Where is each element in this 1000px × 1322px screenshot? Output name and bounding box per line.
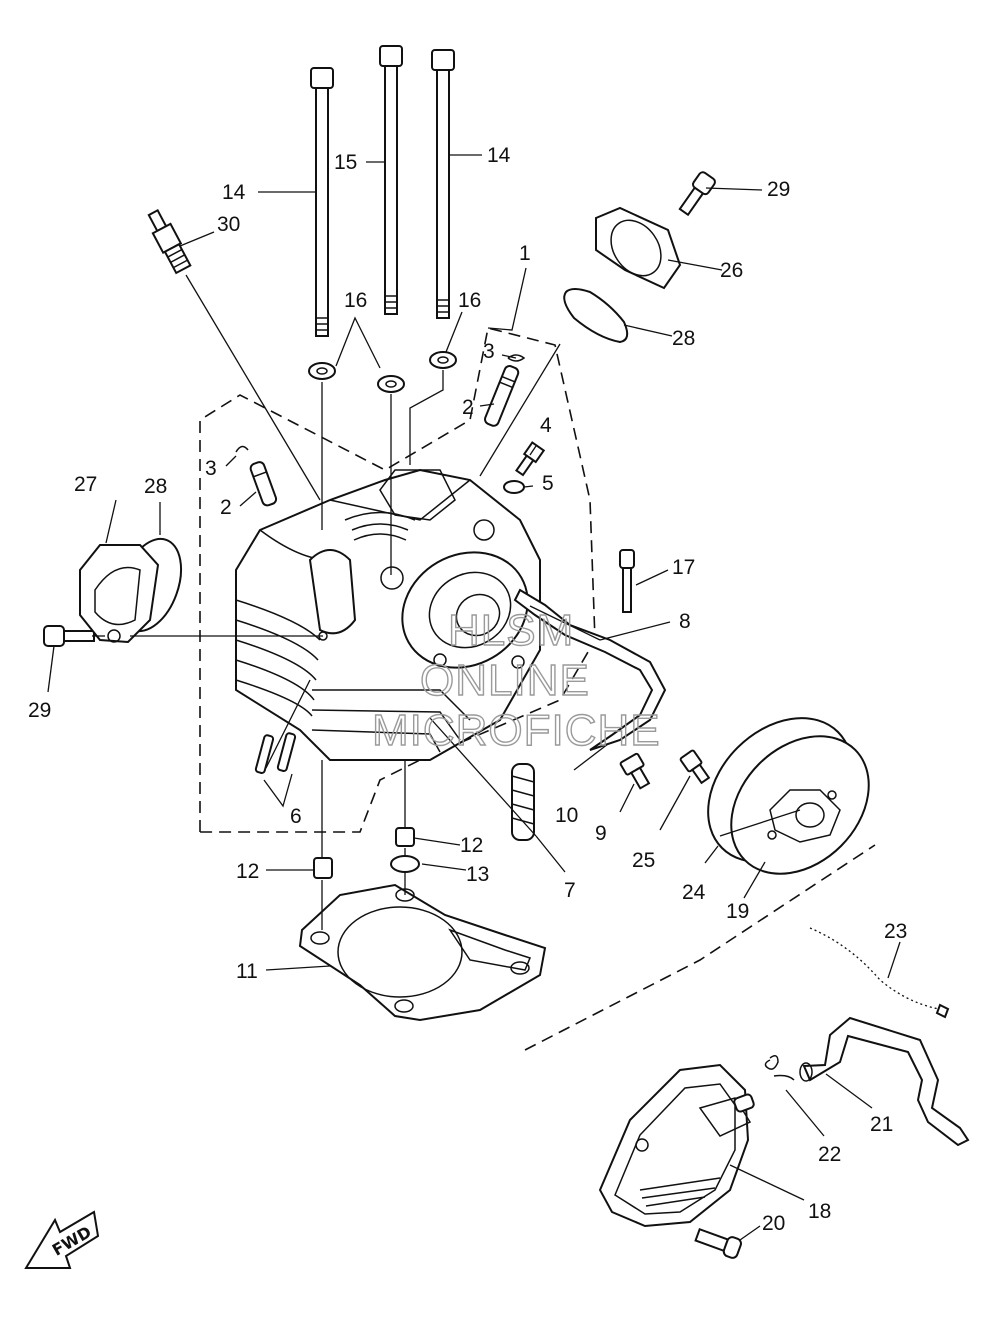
bolt-4 — [515, 441, 546, 477]
callout-15: 15 — [334, 151, 357, 174]
hose-end — [799, 1062, 813, 1082]
stud-bolt-right — [431, 49, 455, 319]
callout-19: 19 — [726, 900, 749, 923]
callout-23: 23 — [884, 920, 907, 943]
callout-1: 1 — [519, 242, 531, 265]
watermark-line3: MICROFICHE — [372, 706, 661, 755]
bolt-20 — [694, 1227, 742, 1259]
washer-16c — [429, 351, 457, 369]
watermark-line1: HLSM — [448, 606, 574, 655]
callout-29a: 29 — [28, 699, 51, 722]
leader-lines — [47, 154, 901, 1241]
cover-27 — [79, 537, 183, 644]
watermark-line2: ONLINE — [420, 656, 590, 705]
callout-28a: 28 — [144, 475, 167, 498]
callout-9: 9 — [595, 822, 607, 845]
callout-21: 21 — [870, 1113, 893, 1136]
callout-30: 30 — [217, 213, 240, 236]
callout-5: 5 — [542, 472, 554, 495]
callout-10: 10 — [555, 804, 578, 827]
valve-guide-left — [249, 461, 278, 507]
callout-17: 17 — [672, 556, 695, 579]
callout-4: 4 — [540, 414, 552, 437]
bolt-25 — [679, 749, 711, 785]
clip-22 — [764, 1055, 795, 1081]
tappet-cover-19 — [707, 717, 870, 875]
washer-16a — [308, 362, 336, 380]
dowel-12-left — [313, 857, 333, 879]
callout-16b: 16 — [458, 289, 481, 312]
callout-labels: 1 2 2 3 3 4 5 6 7 8 9 10 11 12 12 13 14 … — [28, 144, 907, 1235]
callout-24: 24 — [682, 881, 706, 904]
bolt-9 — [619, 752, 651, 790]
callout-22: 22 — [818, 1143, 841, 1166]
clip-upper — [507, 354, 526, 362]
o-ring-28-right — [563, 288, 629, 344]
dowel-pins — [254, 732, 297, 774]
washer-5 — [503, 480, 525, 494]
cylinder-head — [235, 468, 541, 761]
callout-27: 27 — [74, 473, 97, 496]
bolt-29-right — [678, 171, 716, 217]
side-cover-18 — [598, 1063, 755, 1228]
callout-25: 25 — [632, 849, 655, 872]
callout-2b: 2 — [220, 496, 232, 519]
callout-6: 6 — [290, 805, 302, 828]
o-ring-13 — [390, 855, 420, 873]
callout-3a: 3 — [483, 340, 495, 363]
washer-16b — [377, 375, 405, 393]
callout-3b: 3 — [205, 457, 217, 480]
watermark: HLSM ONLINE MICROFICHE — [371, 605, 661, 755]
callout-7: 7 — [564, 879, 576, 902]
head-gasket — [298, 883, 547, 1022]
chain-tag — [935, 1003, 950, 1019]
intake-manifold-26 — [595, 206, 682, 290]
callout-29b: 29 — [767, 178, 790, 201]
bolt-17 — [619, 549, 635, 613]
stud-bolt-left — [310, 67, 334, 337]
callout-20: 20 — [762, 1212, 785, 1235]
callout-16a: 16 — [344, 289, 367, 312]
fwd-arrow-badge: FWD — [24, 1210, 100, 1269]
callout-28b: 28 — [672, 327, 695, 350]
callout-18: 18 — [808, 1200, 831, 1223]
callout-12a: 12 — [460, 834, 483, 857]
callout-13: 13 — [466, 863, 489, 886]
callout-11: 11 — [236, 960, 258, 983]
callout-14a: 14 — [222, 181, 246, 204]
washer-16b-hole — [385, 380, 397, 388]
washer-16c-hole — [437, 356, 449, 364]
spark-plug — [147, 208, 192, 275]
clip-left — [235, 445, 249, 453]
callout-12b: 12 — [236, 860, 259, 883]
callout-26: 26 — [720, 259, 743, 282]
callout-14b: 14 — [487, 144, 511, 167]
cover-boundary — [524, 844, 876, 1051]
bolt-29-left — [43, 625, 95, 647]
breather-hose-21 — [802, 1016, 970, 1147]
valve-guide-upper — [484, 365, 520, 427]
washer-16a-hole — [316, 367, 328, 375]
callout-8: 8 — [679, 610, 691, 633]
dowel-12-right — [395, 827, 415, 847]
callout-2a: 2 — [462, 396, 474, 419]
tensioner-spring — [511, 763, 535, 841]
stud-bolt-middle — [379, 45, 403, 315]
chain-23 — [809, 927, 946, 1011]
